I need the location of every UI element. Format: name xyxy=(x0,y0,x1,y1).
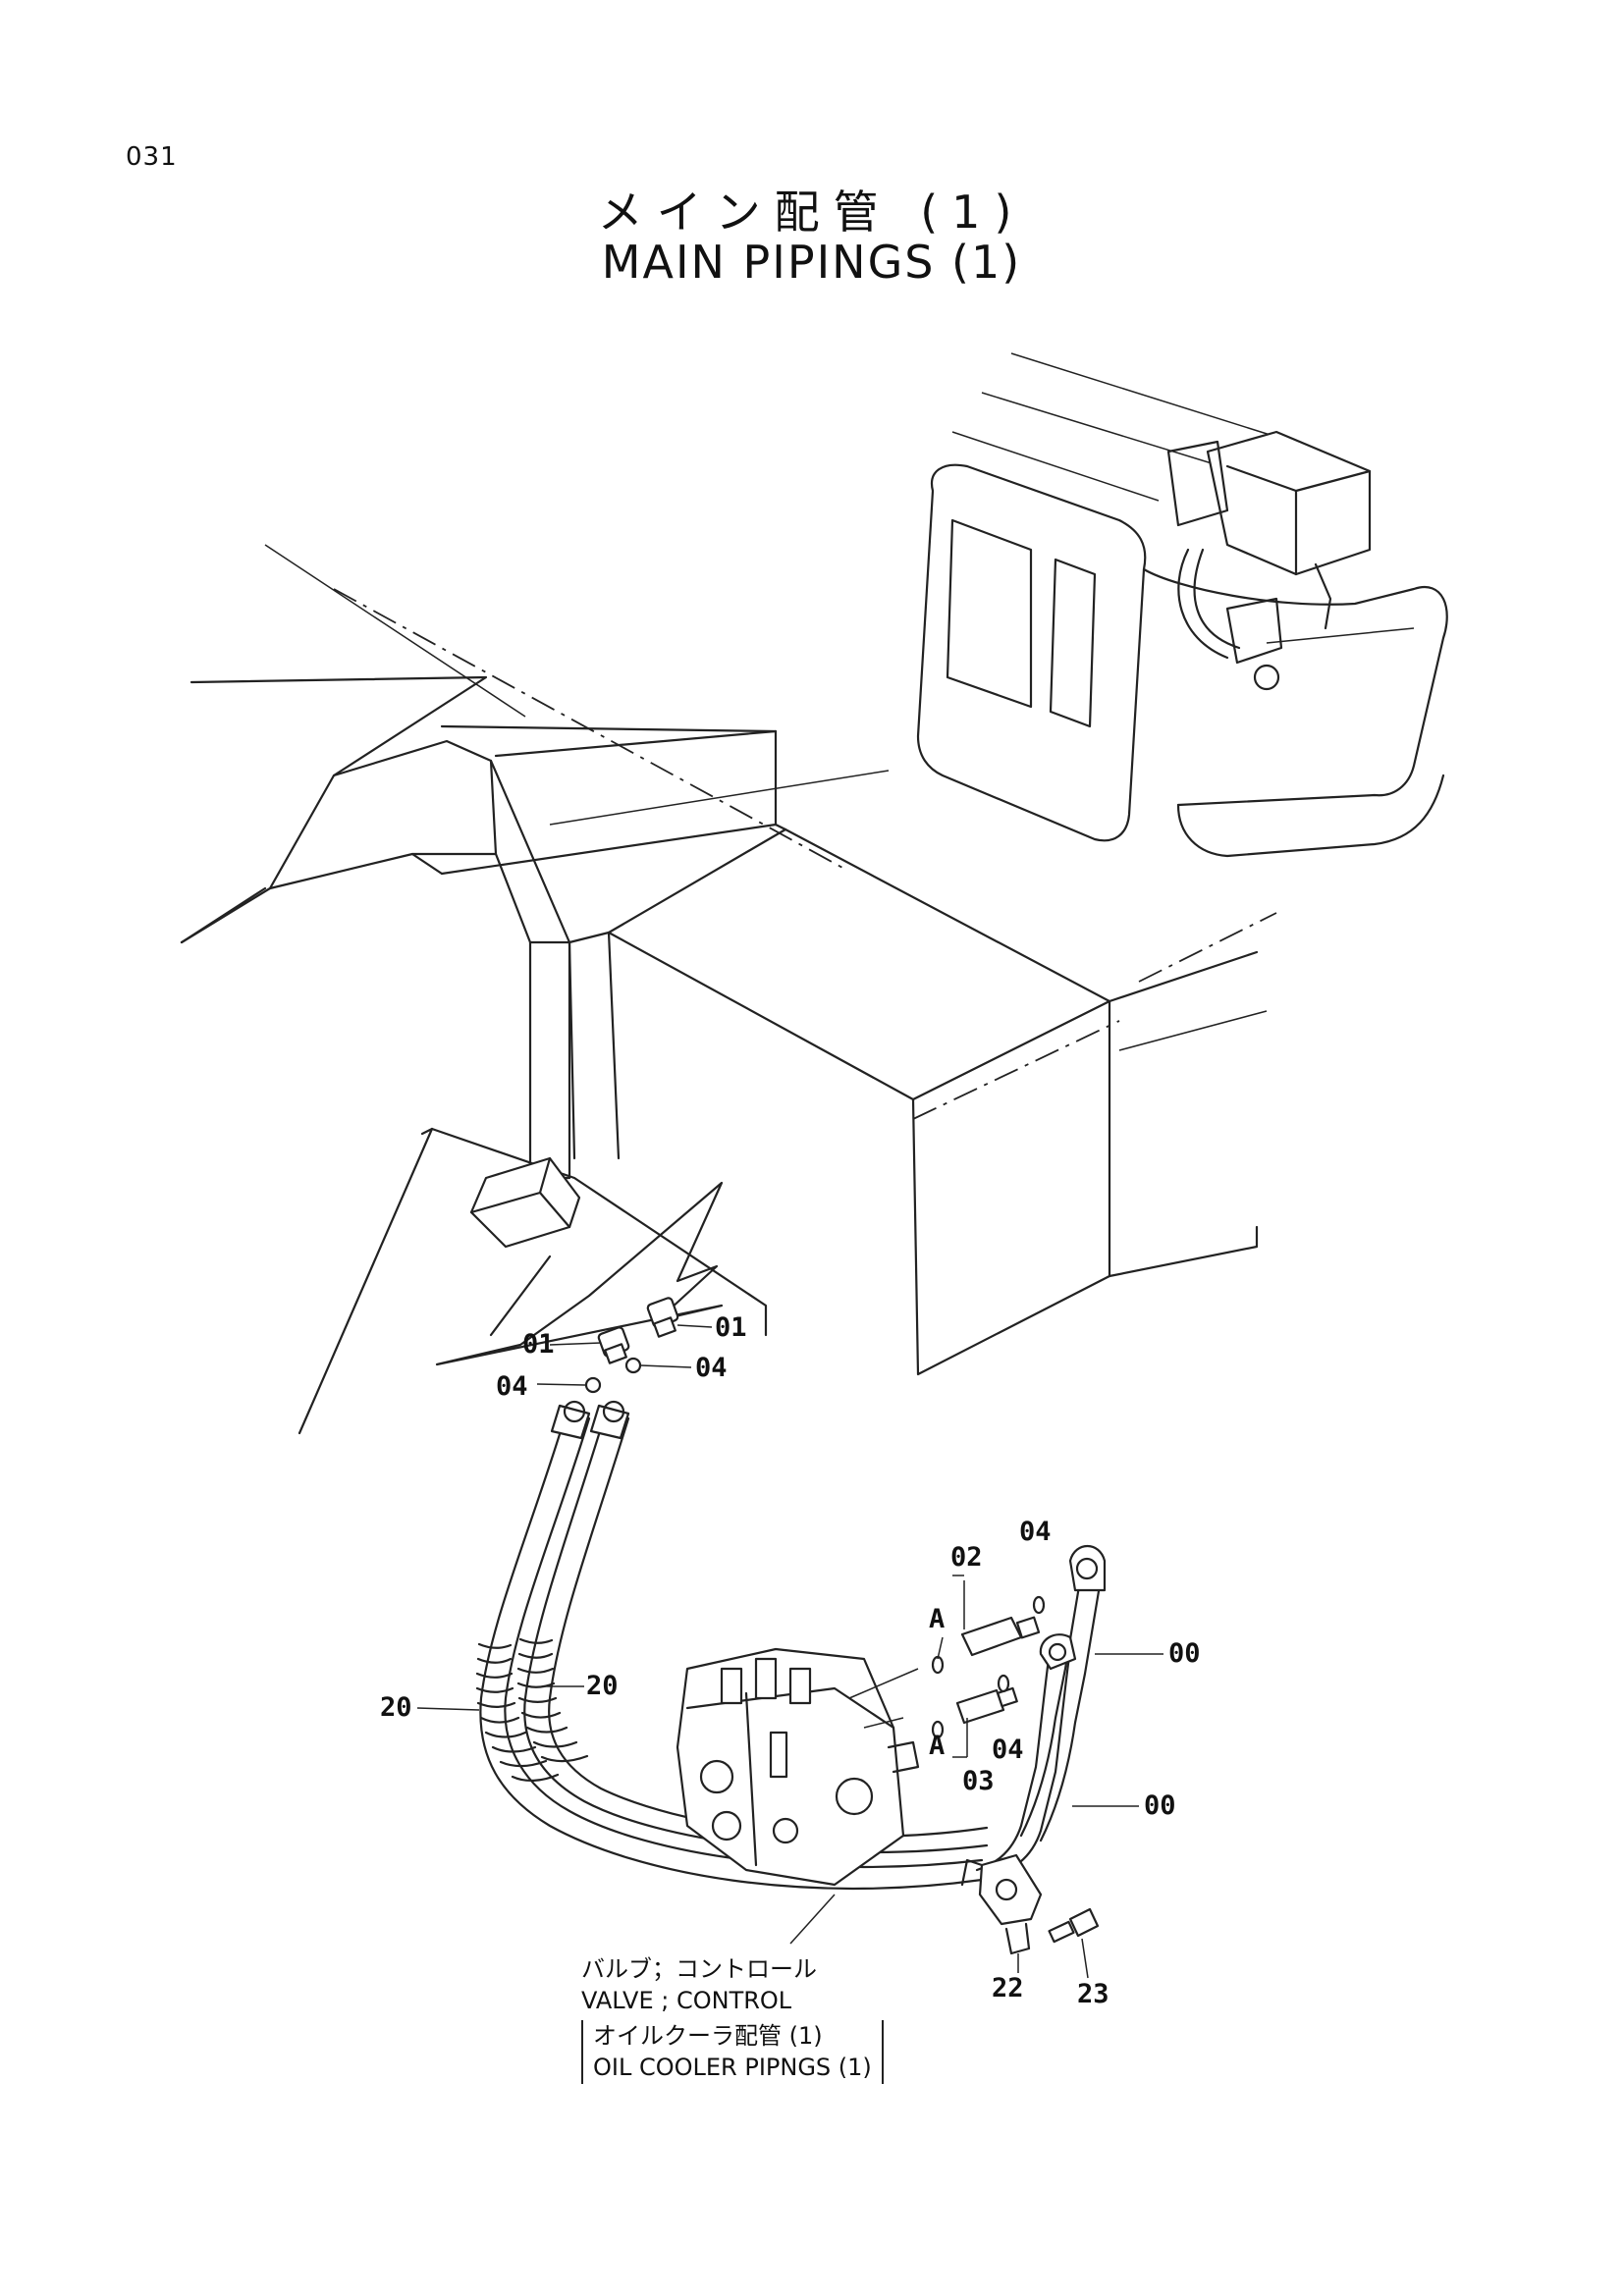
callout-hose-right: 20 xyxy=(586,1671,619,1701)
page-number: 031 xyxy=(126,142,178,172)
control-valve-illustration xyxy=(676,1647,920,1887)
machine-frame-illustration xyxy=(180,544,1277,1435)
oil-cooler-note-en: OIL COOLER PIPNGS (1) xyxy=(593,2054,872,2082)
callout-bolt: 23 xyxy=(1077,1979,1109,2009)
oil-cooler-note: オイルクーラ配管 (1) OIL COOLER PIPNGS (1) xyxy=(581,2020,884,2084)
callout-adapter-lower: 03 xyxy=(962,1766,995,1796)
page-title-jp: メイン配管 (1) xyxy=(597,186,1026,239)
excavator-overview-illustration xyxy=(916,352,1448,858)
valve-note-en: VALVE ; CONTROL xyxy=(581,1987,792,2014)
callout-oring-right: 04 xyxy=(695,1353,728,1383)
callout-hose-left: 20 xyxy=(380,1692,412,1723)
callout-fitting-right: 01 xyxy=(715,1312,747,1343)
callout-marker-a-lower: A xyxy=(929,1731,946,1761)
callout-fitting-left: 01 xyxy=(522,1329,555,1360)
callout-adapter-upper: 02 xyxy=(950,1542,983,1573)
callout-pipe-upper: 00 xyxy=(1168,1638,1201,1669)
adapters-and-pipes xyxy=(931,1545,1163,1879)
valve-note-jp: バルブ；コントロール xyxy=(581,1955,817,1983)
callout-oring-upper: 04 xyxy=(1019,1517,1052,1547)
callout-marker-a-upper: A xyxy=(929,1604,946,1634)
callout-oring-left: 04 xyxy=(496,1371,528,1402)
callout-oring-lower: 04 xyxy=(992,1735,1024,1765)
oil-cooler-note-jp: オイルクーラ配管 (1) xyxy=(593,2022,823,2050)
callout-clamp: 22 xyxy=(992,1973,1024,2003)
valve-note-leader xyxy=(789,1894,836,1945)
callout-pipe-lower: 00 xyxy=(1144,1790,1176,1821)
clamp-and-bolt xyxy=(960,1853,1100,1979)
fittings-and-orings xyxy=(536,1297,713,1394)
page-title-en: MAIN PIPINGS (1) xyxy=(601,236,1022,289)
